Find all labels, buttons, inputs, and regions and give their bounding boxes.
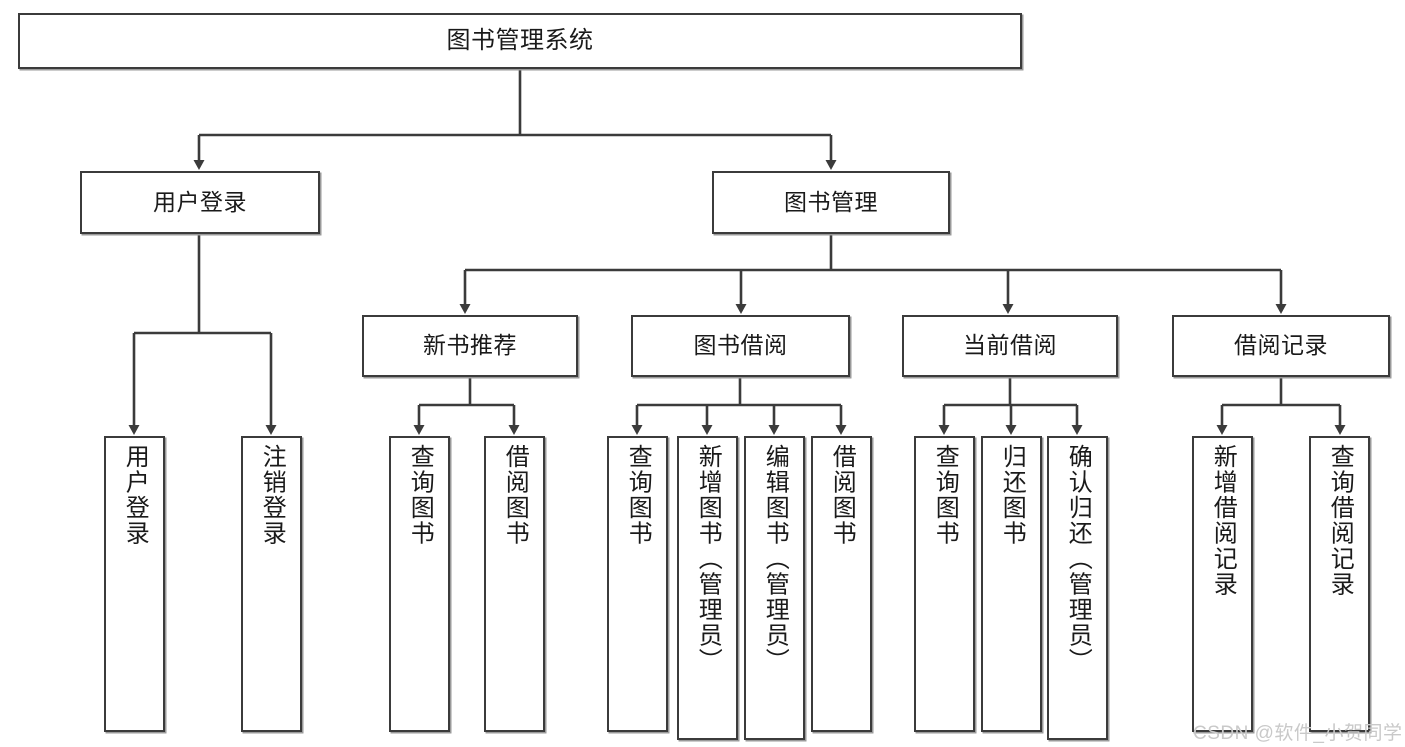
node-current-borrow[interactable]: 当前借阅 [902,315,1118,377]
leaf-confirm-return-admin-label: 确认归还（管理员） [1064,444,1092,674]
leaf-confirm-return-admin[interactable]: 确认归还（管理员） [1047,436,1108,740]
leaf-query-borrow-record-label: 查询借阅记录 [1326,444,1354,597]
leaf-query-borrow-record[interactable]: 查询借阅记录 [1309,436,1370,732]
leaf-borrow-book-recommend-label: 借阅图书 [501,444,529,546]
leaf-edit-book-admin-label: 编辑图书（管理员） [761,444,789,674]
node-new-book-recommend-label: 新书推荐 [423,332,517,359]
leaf-edit-book-admin[interactable]: 编辑图书（管理员） [744,436,805,740]
node-root-label: 图书管理系统 [446,26,594,54]
leaf-borrow-book-recommend[interactable]: 借阅图书 [484,436,545,732]
node-root[interactable]: 图书管理系统 [18,13,1022,69]
leaf-add-book-admin-label: 新增图书（管理员） [694,444,722,674]
leaf-add-book-admin[interactable]: 新增图书（管理员） [677,436,738,740]
node-book-management[interactable]: 图书管理 [712,171,950,234]
node-book-management-label: 图书管理 [784,188,878,215]
node-new-book-recommend[interactable]: 新书推荐 [362,315,578,377]
leaf-query-book-borrow-label: 查询图书 [624,444,652,546]
node-user-login-label: 用户登录 [153,188,247,215]
node-book-borrow[interactable]: 图书借阅 [631,315,850,377]
leaf-query-book-current[interactable]: 查询图书 [914,436,975,732]
node-book-borrow-label: 图书借阅 [693,332,788,359]
leaf-logout[interactable]: 注销登录 [241,436,302,732]
leaf-add-borrow-record-label: 新增借阅记录 [1209,444,1237,597]
leaf-borrow-book[interactable]: 借阅图书 [811,436,872,732]
leaf-query-book-current-label: 查询图书 [931,444,959,546]
leaf-add-borrow-record[interactable]: 新增借阅记录 [1192,436,1253,732]
leaf-return-book[interactable]: 归还图书 [981,436,1042,732]
leaf-return-book-label: 归还图书 [998,444,1026,546]
leaf-user-login[interactable]: 用户登录 [104,436,165,732]
watermark: CSDN @软件_小贺同学 [1193,723,1403,744]
node-borrow-record-label: 借阅记录 [1234,332,1328,359]
leaf-borrow-book-label: 借阅图书 [828,444,856,546]
leaf-query-book-borrow[interactable]: 查询图书 [607,436,668,732]
leaf-user-login-label: 用户登录 [121,444,149,546]
leaf-logout-label: 注销登录 [258,444,286,546]
leaf-query-book-recommend[interactable]: 查询图书 [389,436,450,732]
node-borrow-record[interactable]: 借阅记录 [1172,315,1390,377]
node-current-borrow-label: 当前借阅 [963,332,1057,359]
node-user-login[interactable]: 用户登录 [80,171,320,234]
leaf-query-book-recommend-label: 查询图书 [406,444,434,546]
